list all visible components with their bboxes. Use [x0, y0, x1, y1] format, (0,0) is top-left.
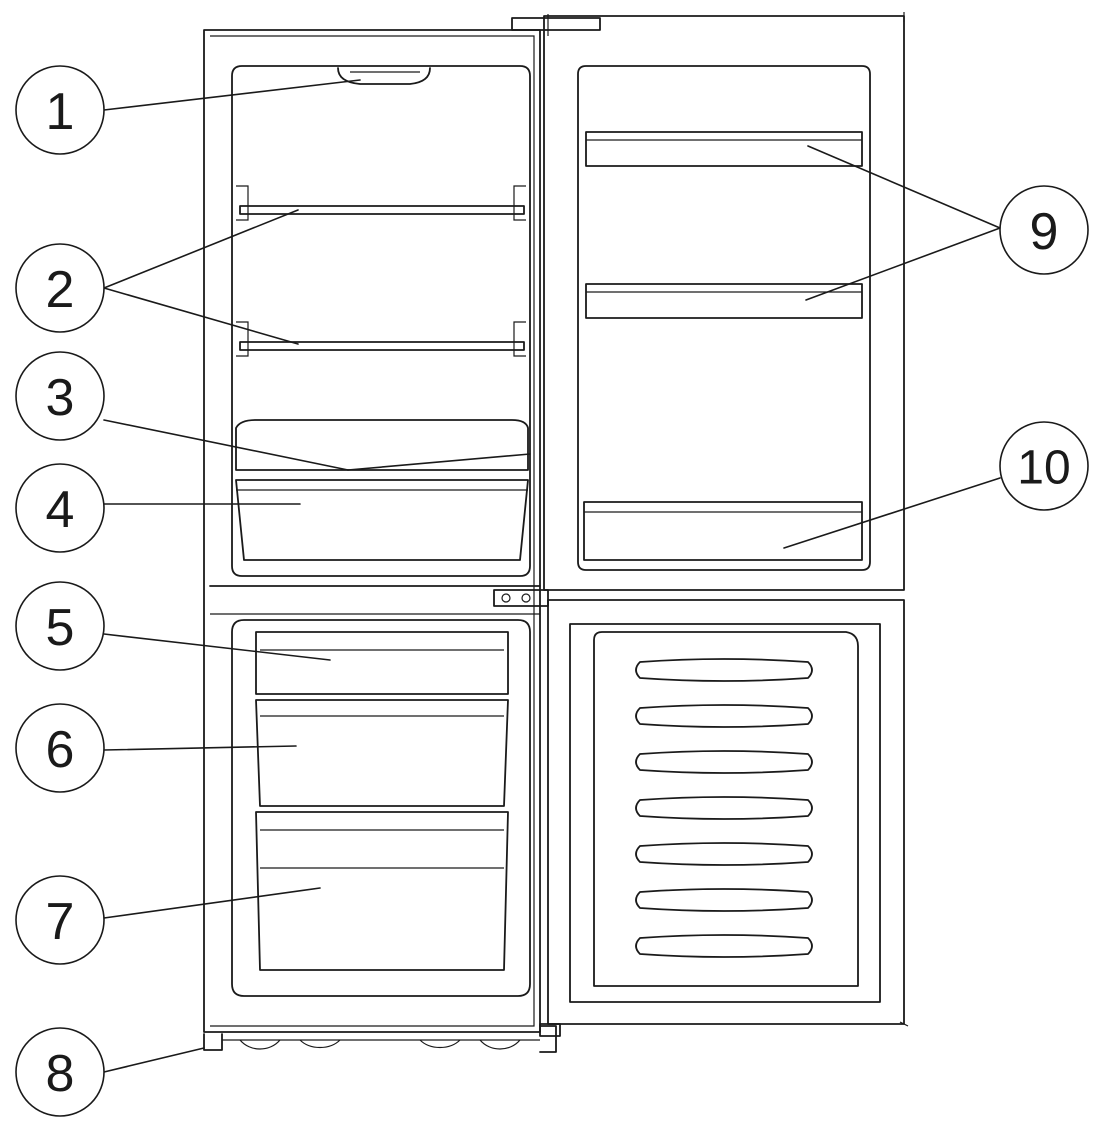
glass-shelf-upper [239, 205, 525, 215]
callout-1: 1 [15, 65, 105, 155]
freezer-drawer-top [255, 631, 509, 695]
callout-3-label: 3 [46, 369, 75, 427]
door-balcony-upper [585, 131, 863, 167]
fridge-door [543, 12, 905, 591]
crisper-cover [235, 419, 529, 471]
leader-lines [103, 79, 1001, 1073]
callout-3: 3 [15, 351, 105, 441]
callout-1-label: 1 [46, 83, 75, 141]
callout-9: 9 [999, 185, 1089, 275]
callout-8-label: 8 [46, 1045, 75, 1103]
bottle-balcony [583, 501, 863, 561]
freezer-drawer-middle [255, 699, 509, 807]
callout-4: 4 [15, 463, 105, 553]
fridge-compartment [231, 65, 531, 577]
callout-6-label: 6 [46, 721, 75, 779]
freezer-compartment [231, 619, 531, 997]
callout-2: 2 [15, 243, 105, 333]
callout-4-label: 4 [46, 481, 75, 539]
callout-10-label: 10 [1017, 442, 1070, 495]
door-balcony-middle [585, 283, 863, 319]
crisper-drawer [235, 479, 529, 561]
glass-shelf-lower [239, 341, 525, 351]
callout-8: 8 [15, 1027, 105, 1117]
callout-6: 6 [15, 703, 105, 793]
callout-5: 5 [15, 581, 105, 671]
freezer-door [539, 599, 909, 1037]
callout-10: 10 [999, 421, 1089, 511]
callout-7: 7 [15, 875, 105, 965]
callout-9-label: 9 [1030, 203, 1059, 261]
freezer-drawer-bottom [255, 811, 509, 971]
callout-7-label: 7 [46, 893, 75, 951]
callout-2-label: 2 [46, 261, 75, 319]
light-unit [337, 67, 431, 85]
callout-5-label: 5 [46, 599, 75, 657]
